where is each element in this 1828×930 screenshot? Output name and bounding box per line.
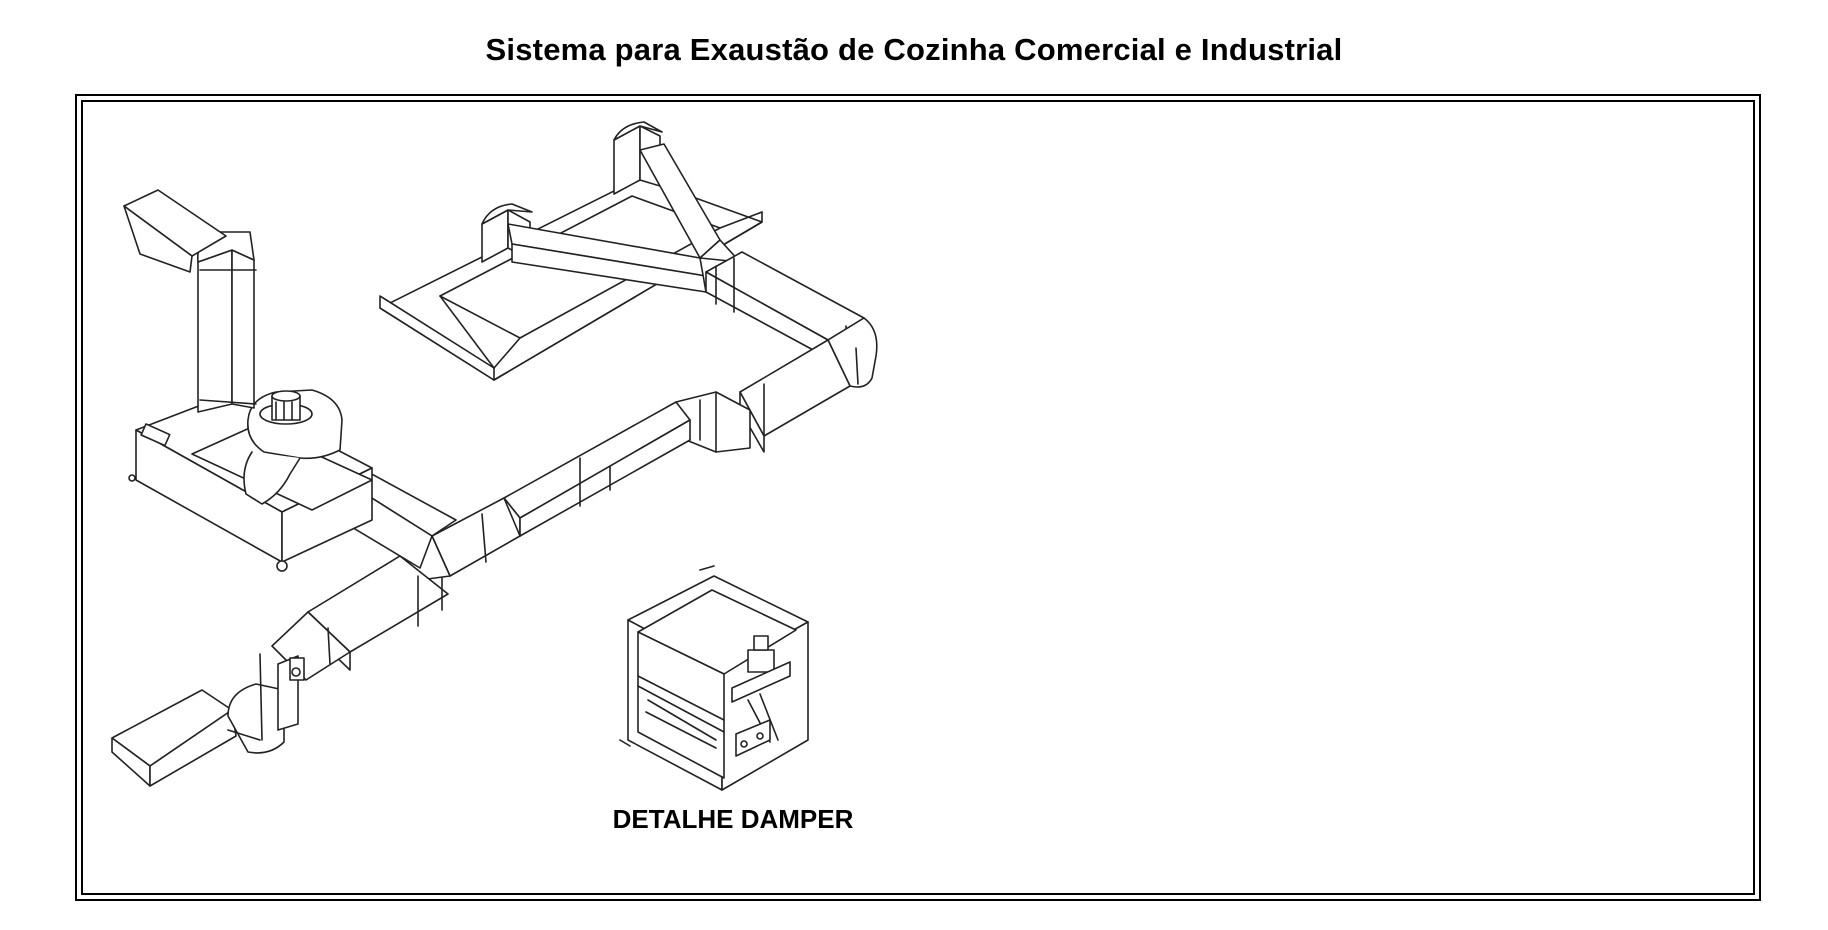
discharge-chimney [123,189,257,413]
centrifugal-fan [243,389,343,505]
page-title: Sistema para Exaustão de Cozinha Comerci… [485,32,1343,67]
damper-caption: DETALHE DAMPER [613,804,854,834]
fresh-air-intake [111,653,305,787]
duct-run [271,251,878,681]
drawing-frame-inner [81,100,1755,895]
drawing-frame [75,94,1761,901]
damper-detail [619,565,809,791]
